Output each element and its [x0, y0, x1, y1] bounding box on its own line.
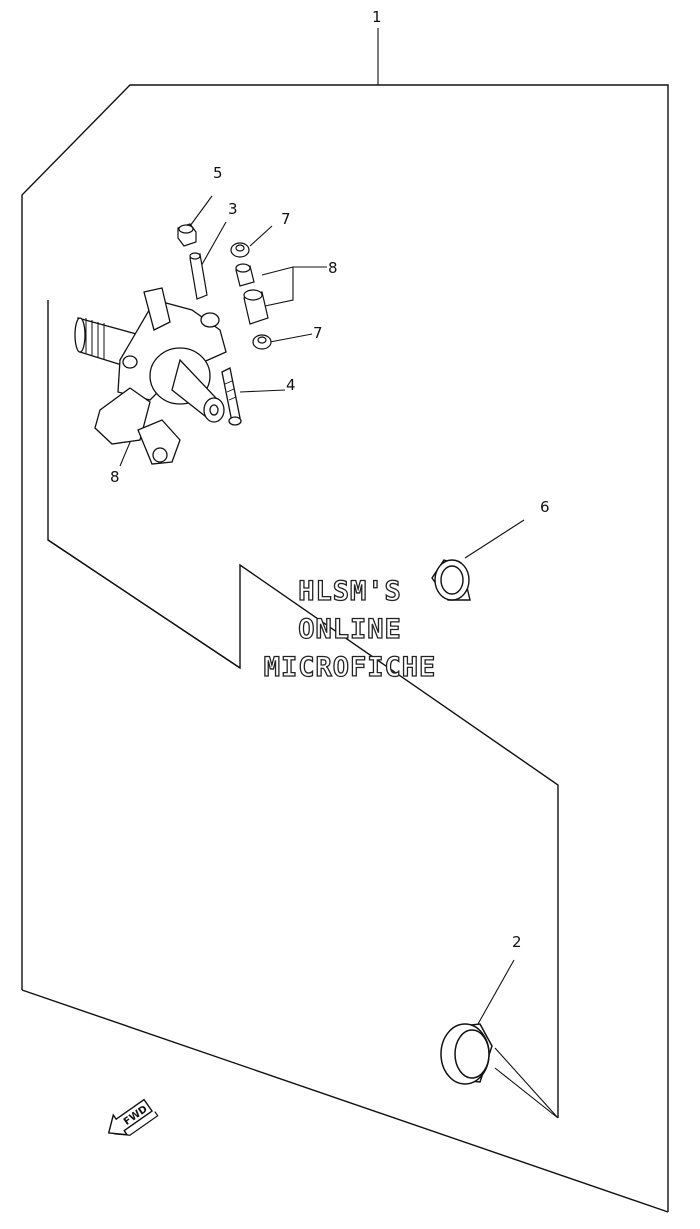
ring-part-2	[440, 1023, 493, 1085]
callout-3: 3	[228, 200, 238, 218]
kit-outline	[21, 84, 669, 1213]
leader-lines	[119, 28, 559, 1119]
callout-8-left: 8	[110, 468, 120, 486]
watermark-line-3: MICROFICHE	[264, 652, 437, 683]
fwd-arrow-icon: FWD	[107, 1098, 159, 1136]
shift-lever-assembly	[74, 287, 242, 465]
callout-8-right: 8	[328, 259, 338, 277]
callout-7-lower: 7	[313, 324, 323, 342]
callout-1: 1	[372, 8, 382, 26]
callout-7-upper: 7	[281, 210, 291, 228]
callout-2: 2	[512, 933, 522, 951]
callout-5: 5	[213, 164, 223, 182]
callout-6: 6	[540, 498, 550, 516]
callout-4: 4	[286, 376, 296, 394]
callout-labels: 1 5 3 7 8 7 4 8 6 2	[110, 8, 550, 951]
small-parts	[177, 223, 272, 350]
watermark-line-2: ONLINE	[298, 614, 402, 645]
watermark-line-1: HLSM'S	[298, 576, 402, 607]
bushing-part-6	[431, 559, 471, 601]
watermark: HLSM'S ONLINE MICROFICHE	[263, 575, 437, 683]
